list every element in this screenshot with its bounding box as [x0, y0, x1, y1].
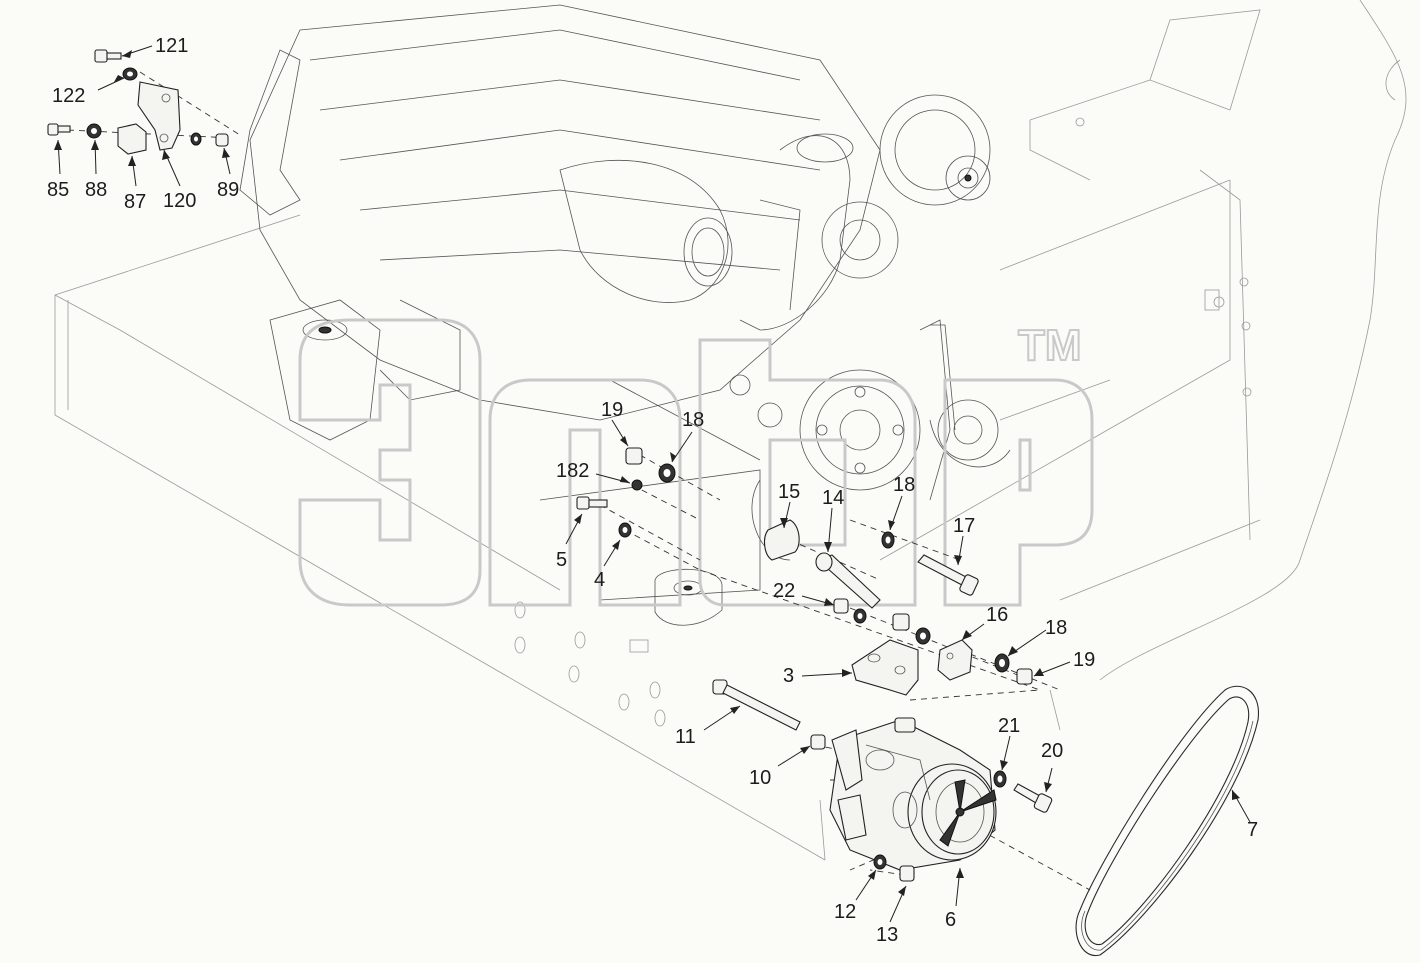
washer-182: [631, 479, 643, 491]
bolt-11: [712, 679, 801, 731]
bolt-5: [576, 496, 608, 510]
bracket-parts: [47, 49, 229, 155]
bolt-17: [917, 554, 979, 596]
callout-5: 5: [556, 549, 567, 571]
callout-89: 89: [217, 179, 239, 201]
callout-21: 21: [998, 715, 1020, 737]
callout-20: 20: [1041, 740, 1063, 762]
frame-outline: [54, 0, 1407, 861]
nut-22: [833, 598, 849, 614]
callout-7: 7: [1247, 819, 1258, 841]
callout-12: 12: [834, 901, 856, 923]
watermark-logo: TM: [298, 318, 1094, 607]
callout-22: 22: [773, 580, 795, 602]
bracket-3: [851, 639, 919, 696]
callout-3: 3: [783, 665, 794, 687]
callout-85: 85: [47, 179, 69, 201]
nut-10: [810, 734, 826, 750]
compressor-fasteners: [873, 770, 1053, 882]
nut-22b: [892, 613, 910, 631]
callout-121: 121: [155, 35, 188, 57]
leader-lines: [57, 45, 1251, 923]
clamp-87: [117, 123, 147, 155]
drive-belt-7: [1075, 685, 1259, 956]
callout-88: 88: [85, 179, 107, 201]
callout-17: 17: [953, 515, 975, 537]
bolt-20: [1013, 783, 1053, 813]
callout-13: 13: [876, 924, 898, 946]
callout-122: 122: [52, 85, 85, 107]
callout-15: 15: [778, 481, 800, 503]
callout-labels: 121 122 85 88 87 120 89 19 18 182 5 4 15…: [47, 35, 1258, 946]
nut-19a: [625, 447, 643, 465]
block-16: [937, 639, 973, 681]
callout-18-mid: 18: [893, 474, 915, 496]
bolt-121: [94, 49, 122, 63]
middle-fasteners: [576, 447, 1033, 750]
engine-assembly: [239, 4, 1011, 626]
callout-6: 6: [945, 909, 956, 931]
nut-89: [215, 133, 229, 147]
callout-87: 87: [124, 191, 146, 213]
bolt-85: [47, 123, 71, 136]
spacer-15: [763, 519, 800, 561]
ac-compressor-6: [829, 717, 997, 871]
callout-120: 120: [163, 190, 196, 212]
callout-18-right: 18: [1045, 617, 1067, 639]
callout-18-top: 18: [682, 409, 704, 431]
arrowheads: [54, 50, 1240, 896]
callout-182: 182: [556, 460, 589, 482]
callout-16: 16: [986, 604, 1008, 626]
trademark-mark: TM: [1018, 321, 1082, 370]
nut-19b: [1016, 668, 1033, 685]
nut-13: [899, 865, 915, 882]
callout-10: 10: [749, 767, 771, 789]
callout-19-top: 19: [601, 399, 623, 421]
callout-14: 14: [822, 487, 844, 509]
callout-11: 11: [675, 726, 696, 748]
callout-19-right: 19: [1073, 649, 1095, 671]
bracket-120: [137, 81, 181, 151]
callout-4: 4: [594, 569, 605, 591]
